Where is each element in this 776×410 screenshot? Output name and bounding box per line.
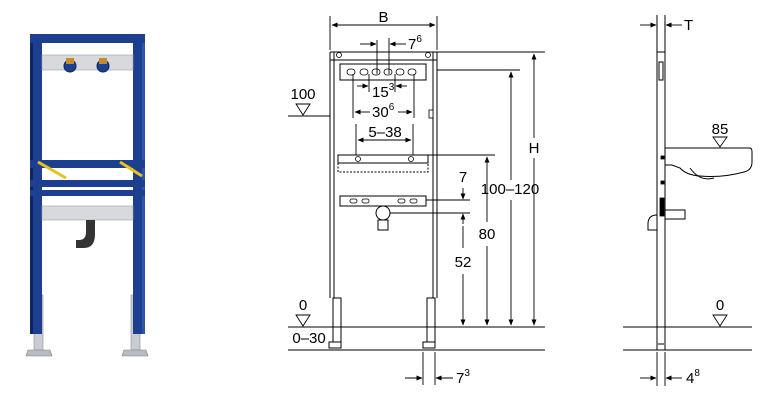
side-level-0-marker-icon (712, 314, 728, 327)
right-foot (121, 349, 149, 357)
level-100-label: 100 (290, 86, 315, 103)
dimension-15 (357, 74, 407, 92)
side-level-0-label: 0 (716, 297, 724, 314)
height-label: H (529, 140, 540, 157)
reference-lines (288, 51, 545, 351)
frame-photo (25, 34, 149, 357)
dimension-30 (352, 74, 415, 118)
level-0-marker-icon (295, 314, 311, 327)
waste-elbow-icon (76, 220, 95, 248)
dim-80-label: 80 (479, 226, 496, 243)
foot-depth-label: 48 (686, 368, 700, 387)
tap-spacing-label: 76 (408, 34, 422, 53)
level-100-marker-icon (295, 103, 311, 116)
dimension-tap-spacing (360, 38, 406, 74)
right-basin-bolt (119, 160, 143, 178)
dim-100-120-label: 100–120 (481, 181, 539, 198)
lower-crossbar (30, 180, 145, 187)
dimension-foot-depth (640, 352, 682, 386)
dimension-foot-width (405, 352, 453, 385)
dim-52-label: 52 (455, 254, 472, 271)
width-label: B (378, 9, 388, 26)
left-basin-bolt (37, 160, 67, 180)
dim-7-label: 7 (459, 169, 467, 186)
basin-height-marker-icon (712, 136, 728, 148)
tap-mounting-plate (41, 54, 134, 71)
spacing-30-label: 306 (372, 102, 395, 121)
dimension-width (329, 16, 438, 50)
depth-label: T (684, 17, 693, 34)
level-0-label: 0 (299, 297, 307, 314)
tap-plate-holes (336, 52, 434, 204)
basin-height-label: 85 (712, 121, 729, 138)
waste-plate (41, 205, 134, 221)
spacing-15-label: 153 (372, 82, 395, 101)
middle-crossbar (30, 160, 145, 168)
spacing-5-38-label: 5–38 (368, 124, 401, 141)
front-view (328, 51, 438, 349)
side-view (623, 15, 753, 351)
foot-width-label: 73 (456, 368, 470, 387)
top-crossbar (30, 34, 145, 43)
left-foot (25, 349, 53, 357)
dimension-5-38 (355, 124, 414, 155)
adjust-0-30-label: 0–30 (292, 330, 325, 347)
